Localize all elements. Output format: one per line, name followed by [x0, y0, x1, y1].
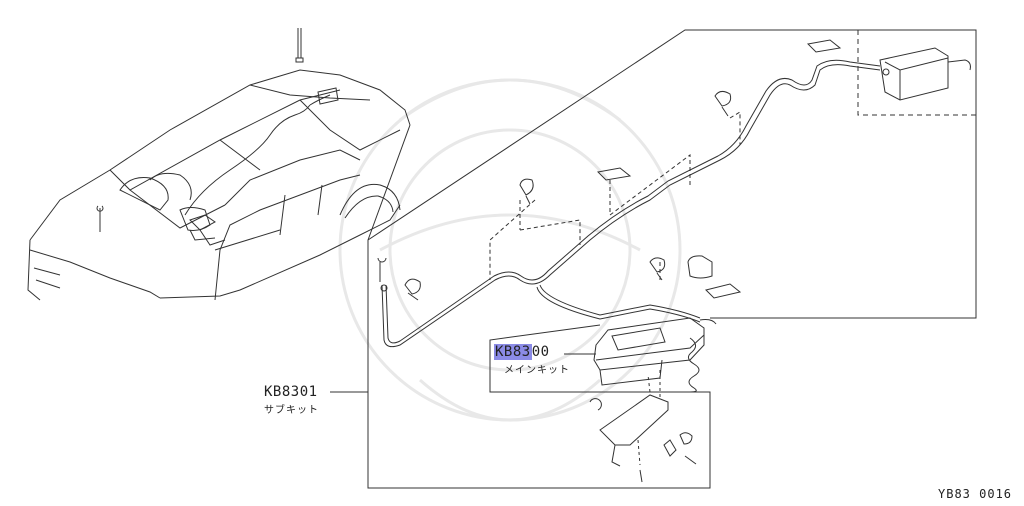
part-number-suffix: 00	[531, 344, 550, 360]
watermark-emblem	[338, 78, 682, 422]
part-name-main-kit: メインキット	[504, 365, 570, 376]
detail-frames	[367, 29, 977, 489]
drawing-reference: YB83 0016	[938, 487, 1013, 501]
part-number-highlight: KB83	[494, 344, 532, 360]
harness-parts	[330, 39, 971, 483]
car-illustration	[27, 28, 411, 301]
part-number-main-kit[interactable]: KB8300	[494, 344, 550, 360]
part-number-sub-kit[interactable]: KB8301	[264, 384, 318, 400]
part-name-sub-kit: サブキット	[264, 405, 319, 416]
